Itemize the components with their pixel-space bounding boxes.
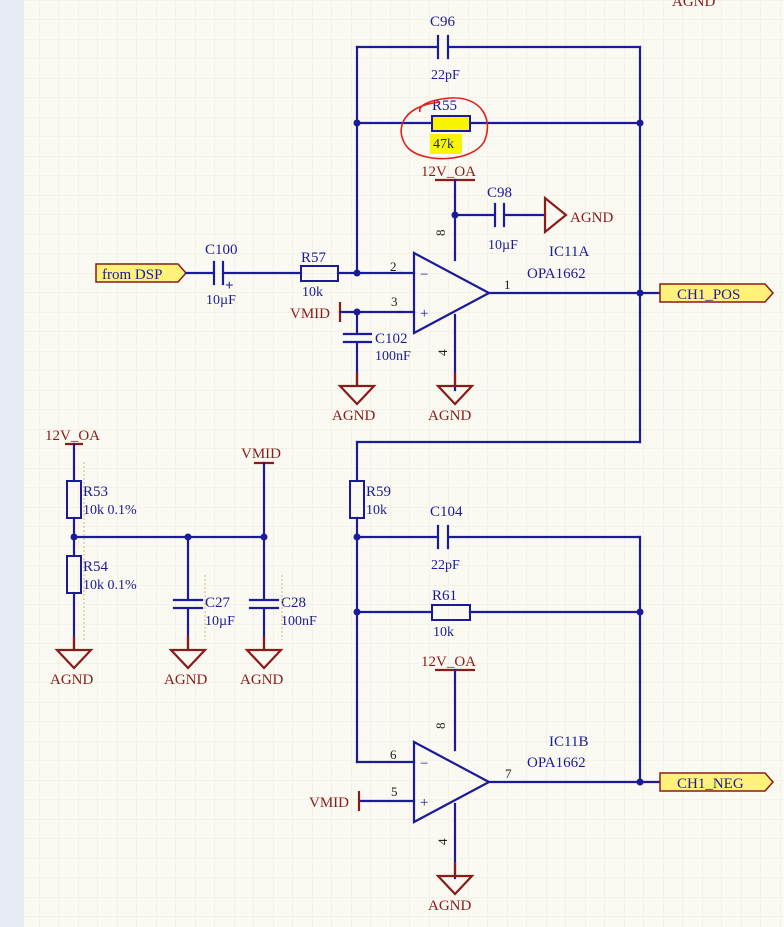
r59-value: 10k [366,503,387,518]
r55-value: 47k [433,137,454,152]
junction-dots [70,119,644,786]
c100-ref: C100 [205,242,238,258]
ch1-pos-label: CH1_POS [677,287,740,303]
c98-value: 10µF [488,238,518,253]
c102-ref: C102 [375,331,408,347]
r53-ref: R53 [83,484,108,500]
ic11a-pin-1: 1 [504,277,511,292]
c96-capacitor[interactable] [436,34,450,60]
c98-ref: C98 [487,185,512,201]
c27-ref: C27 [205,595,231,611]
agnd-label-c102: AGND [332,408,375,424]
left-panel-edge [0,0,24,927]
r57-value: 10k [302,285,323,300]
c102-value: 100nF [375,349,411,364]
ic11b-pin-4: 4 [435,838,450,845]
agnd-label-ic11b: AGND [428,898,471,914]
rail-label-b: 12V_OA [421,654,476,670]
ic11b-pin-6: 6 [390,747,397,762]
agnd-label-ic11a: AGND [428,408,471,424]
ic11a-pin-3: 3 [391,294,398,309]
c104-capacitor[interactable] [436,524,450,550]
ic11a-value: OPA1662 [527,266,586,282]
agnd-label-r54: AGND [50,672,93,688]
agnd-symbol-c98 [543,195,568,235]
ic11b-pin-5: 5 [391,784,398,799]
ch1-neg-label: CH1_NEG [677,776,744,792]
ic11a-opamp[interactable]: − + [412,251,492,335]
feedback-wires-a [355,45,642,444]
ch1-pos-port[interactable]: CH1_POS [659,283,775,303]
c100-capacitor[interactable]: + [212,260,234,294]
grid-background [24,0,784,927]
r54-value: 10k 0.1% [83,578,137,593]
r57-resistor[interactable] [300,265,339,282]
c96-value: 22pF [431,68,460,83]
c98-capacitor[interactable] [493,202,506,228]
agnd-label-top: AGND [672,0,715,10]
agnd-label-c28: AGND [240,672,283,688]
from-dsp-port[interactable]: from DSP [95,263,188,283]
agnd-label-c98: AGND [570,210,613,226]
r54-ref: R54 [83,559,109,575]
ic11a-pin-8: 8 [433,230,448,237]
ic11a-pin-2: 2 [390,259,397,274]
ic11a-pin-4: 4 [435,349,450,356]
r53-value: 10k 0.1% [83,503,137,518]
c104-value: 22pF [431,558,460,573]
c104-ref: C104 [430,504,463,520]
ic11b-plus: + [420,795,428,811]
rail-label-a: 12V_OA [421,164,476,180]
r61-value: 10k [433,625,454,640]
markup-circle [400,97,489,160]
c100-value: 10µF [206,293,236,308]
r55-value-highlight [430,134,462,154]
ic11a-plus: + [420,306,428,322]
c28-value: 100nF [281,614,317,629]
ic11b-pin-8: 8 [433,723,448,730]
r55-resistor[interactable] [431,115,471,132]
ic11a-minus: − [420,267,428,283]
r61-resistor[interactable] [431,604,471,621]
vmid-label-b: VMID [309,795,349,811]
r57-ref: R57 [301,250,327,266]
c102-capacitor[interactable] [342,332,373,344]
ic11b-minus: − [420,756,428,772]
from-dsp-label: from DSP [102,267,162,283]
ic11a-ref: IC11A [549,244,589,260]
c28-ref: C28 [281,595,306,611]
ic11b-opamp[interactable]: − + [412,740,492,824]
r61-ref: R61 [432,588,457,604]
agnd-label-c27: AGND [164,672,207,688]
vmid-label-a: VMID [290,306,330,322]
vmid-label-divider: VMID [241,446,281,462]
c27-value: 10µF [205,614,235,629]
ic11b-ref: IC11B [549,734,588,750]
ch1-neg-port[interactable]: CH1_NEG [659,772,775,792]
ic11b-pin-7: 7 [505,766,512,781]
ic11b-value: OPA1662 [527,755,586,771]
rail-label-divider: 12V_OA [45,428,100,444]
r59-ref: R59 [366,484,391,500]
c96-ref: C96 [430,14,456,30]
feedback-wires-b [355,516,642,784]
part-hatch-marks [83,462,283,640]
c100-polarity: + [225,278,234,294]
